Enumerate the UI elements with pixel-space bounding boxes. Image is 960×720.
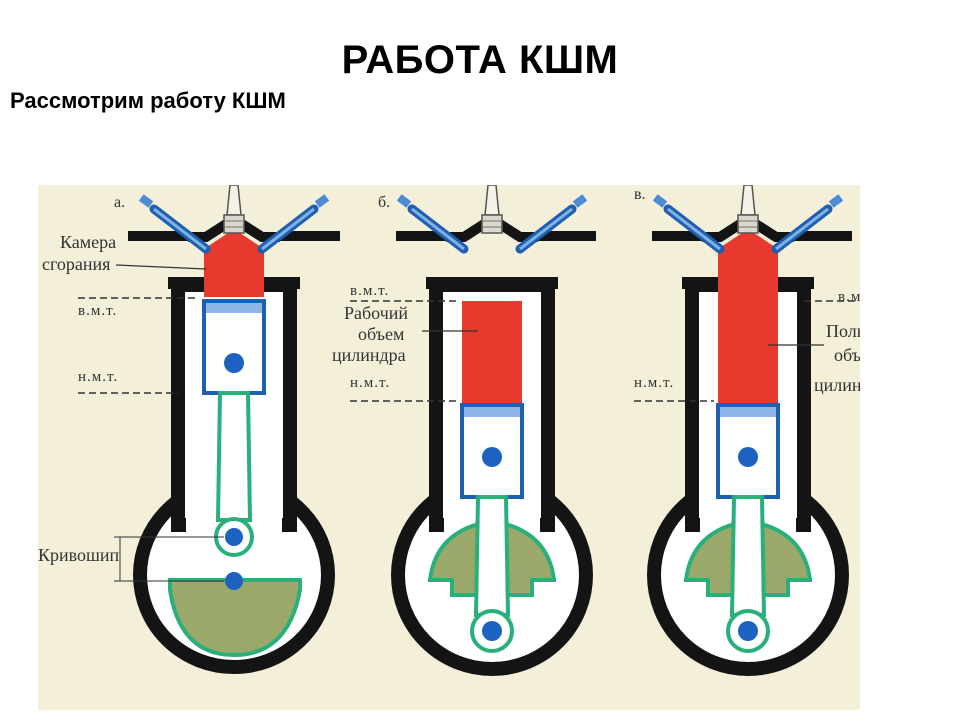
bdc-label-a: н.м.т.: [78, 369, 118, 385]
panel-a: а. Камера сгорания в.м.т.: [38, 185, 340, 674]
slide-title: РАБОТА КШМ: [341, 38, 619, 82]
chamber-label-line2: сгорания: [42, 254, 110, 274]
tdc-label-a: в.м.т.: [78, 303, 117, 319]
crank-pin-a: [225, 528, 243, 546]
crank-web-a: [168, 578, 302, 658]
piston-b: [460, 403, 524, 499]
panel-a-letter: а.: [114, 194, 125, 211]
combustion-chamber-a: [204, 229, 264, 297]
piston-pin-a: [224, 353, 244, 373]
tdc-label-b: в.м.т.: [350, 283, 389, 299]
connecting-rod-a: [215, 391, 253, 522]
work-volume-line1: Рабочий: [344, 303, 408, 323]
bdc-label-c: н.м.т.: [634, 375, 674, 391]
bdc-label-b: н.м.т.: [350, 375, 390, 391]
full-volume-line1: Полный: [826, 321, 860, 341]
crank-label: Кривошип: [38, 545, 120, 565]
crank-pin-b: [482, 621, 502, 641]
panel-c-letter: в.: [634, 186, 646, 203]
full-volume-line2: объем: [834, 345, 860, 365]
main-journal-a: [225, 572, 243, 590]
panel-b-letter: б.: [378, 194, 390, 211]
slide-subtitle: Рассмотрим работу КШМ: [10, 88, 286, 113]
piston-a: [202, 299, 266, 395]
crank-pin-c: [738, 621, 758, 641]
work-volume-line3: цилиндра: [332, 345, 406, 365]
piston-pin-c: [738, 447, 758, 467]
connecting-rod-b: [473, 495, 511, 617]
connecting-rod-c: [729, 495, 767, 617]
engine-diagram: а. Камера сгорания в.м.т.: [38, 185, 860, 710]
panel-c: в. в.м.т. Полный объем цилиндра н.м.т.: [634, 185, 860, 676]
piston-pin-b: [482, 447, 502, 467]
tdc-label-c: в.м.т.: [838, 289, 860, 305]
full-volume-c: [718, 229, 778, 403]
working-volume-b: [462, 301, 522, 403]
chamber-label-line1: Камера: [60, 232, 116, 252]
full-volume-line3: цилиндра: [814, 375, 860, 395]
panel-b: б. в.м.т. Рабочий объем цилиндра н.м.т.: [332, 185, 596, 676]
work-volume-line2: объем: [358, 324, 404, 344]
